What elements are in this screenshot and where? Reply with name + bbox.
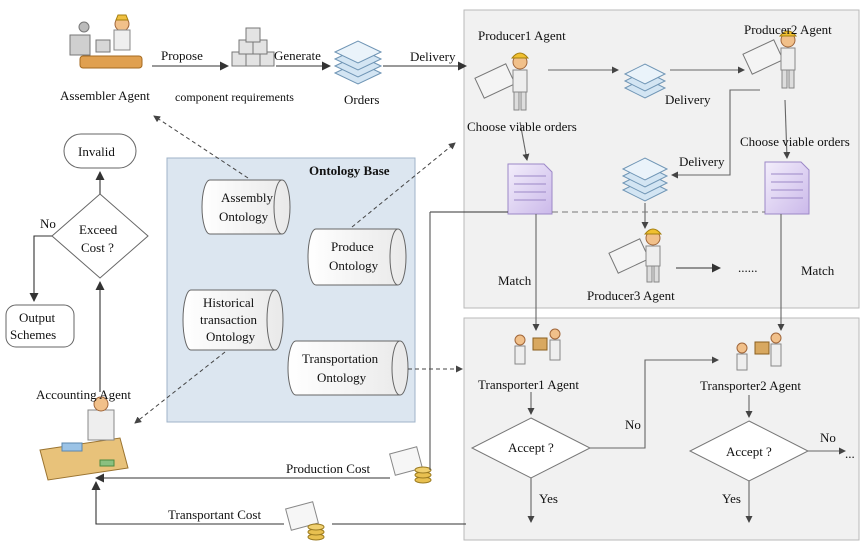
- assembler-agent-label: Assembler Agent: [60, 88, 150, 103]
- accounting-desk-icon: [39, 396, 129, 481]
- delivery-p1p2-label: Delivery: [665, 92, 711, 107]
- no-mid-label: No: [625, 417, 641, 432]
- cost-coins-icon-transport: [285, 501, 325, 541]
- transporter2-icon: [736, 332, 782, 371]
- delivery-top-label: Delivery: [410, 49, 456, 64]
- exceed-cost-decision: [51, 193, 149, 279]
- no-right-label: No: [820, 430, 836, 445]
- output-schemes-node: [5, 304, 75, 348]
- order-document-icon-1: [507, 163, 553, 215]
- hist-1: Historical: [203, 295, 255, 310]
- output-line2: Schemes: [10, 327, 56, 342]
- hist-2: transaction: [200, 312, 258, 327]
- assembly-ont-2: Ontology: [219, 209, 269, 224]
- produce-ont-1: Produce: [331, 239, 374, 254]
- component-blocks-icon: [231, 27, 275, 67]
- orders-stack-icon: [333, 40, 383, 85]
- no-left-label: No: [40, 216, 56, 231]
- transporter1-label: Transporter1 Agent: [478, 377, 579, 392]
- ellipsis-label: ......: [738, 260, 758, 275]
- connectors: [29, 61, 846, 525]
- producer1-label: Producer1 Agent: [478, 28, 566, 43]
- invalid-node: [63, 133, 137, 169]
- accept1-label: Accept ?: [508, 440, 554, 455]
- match2-label: Match: [801, 263, 835, 278]
- producer3-icon: [608, 228, 663, 283]
- transporter2-label: Transporter2 Agent: [700, 378, 801, 393]
- output-line1: Output: [19, 310, 56, 325]
- accounting-agent-label: Accounting Agent: [36, 387, 131, 402]
- assembler-icon: [69, 14, 143, 69]
- yes2-label: Yes: [722, 491, 741, 506]
- delivery-p3-label: Delivery: [679, 154, 725, 169]
- transporter1-icon: [514, 328, 561, 365]
- transportant-cost-label: Transportant Cost: [168, 507, 261, 522]
- dashed-connectors: [134, 115, 463, 424]
- produce-ont-2: Ontology: [329, 258, 379, 273]
- invalid-label: Invalid: [78, 144, 115, 159]
- yes1-label: Yes: [539, 491, 558, 506]
- produce-ontology-cylinder: [307, 228, 407, 286]
- generate-label: Generate: [274, 48, 321, 63]
- match1-label: Match: [498, 273, 532, 288]
- production-cost-label: Production Cost: [286, 461, 371, 476]
- ontology-base-title: Ontology Base: [309, 163, 390, 178]
- orders-stack-icon-p1p2: [623, 63, 667, 99]
- ellipsis-right-label: ...: [845, 446, 855, 461]
- producer1-icon: [474, 52, 530, 111]
- hist-3: Ontology: [206, 329, 256, 344]
- transportation-ontology-cylinder: [287, 340, 409, 396]
- trans-ont-2: Ontology: [317, 370, 367, 385]
- producer2-label: Producer2 Agent: [744, 22, 832, 37]
- assembly-ontology-cylinder: [201, 179, 291, 235]
- component-requirements-label: component requirements: [175, 90, 294, 104]
- assembly-ont-1: Assembly: [221, 190, 274, 205]
- historical-ontology-cylinder: [182, 289, 284, 351]
- choose-viable-2-label: Choose viable orders: [740, 134, 850, 149]
- exceed-line1: Exceed: [79, 222, 118, 237]
- accept2-label: Accept ?: [726, 444, 772, 459]
- choose-viable-1-label: Choose viable orders: [467, 119, 577, 134]
- producer3-label: Producer3 Agent: [587, 288, 675, 303]
- orders-label: Orders: [344, 92, 379, 107]
- producer2-icon: [742, 30, 798, 89]
- cost-coins-icon-production: [389, 446, 432, 484]
- order-document-icon-2: [764, 161, 810, 215]
- trans-ont-1: Transportation: [302, 351, 379, 366]
- exceed-line2: Cost ?: [81, 240, 114, 255]
- propose-label: Propose: [161, 48, 203, 63]
- orders-stack-icon-p3: [621, 157, 669, 202]
